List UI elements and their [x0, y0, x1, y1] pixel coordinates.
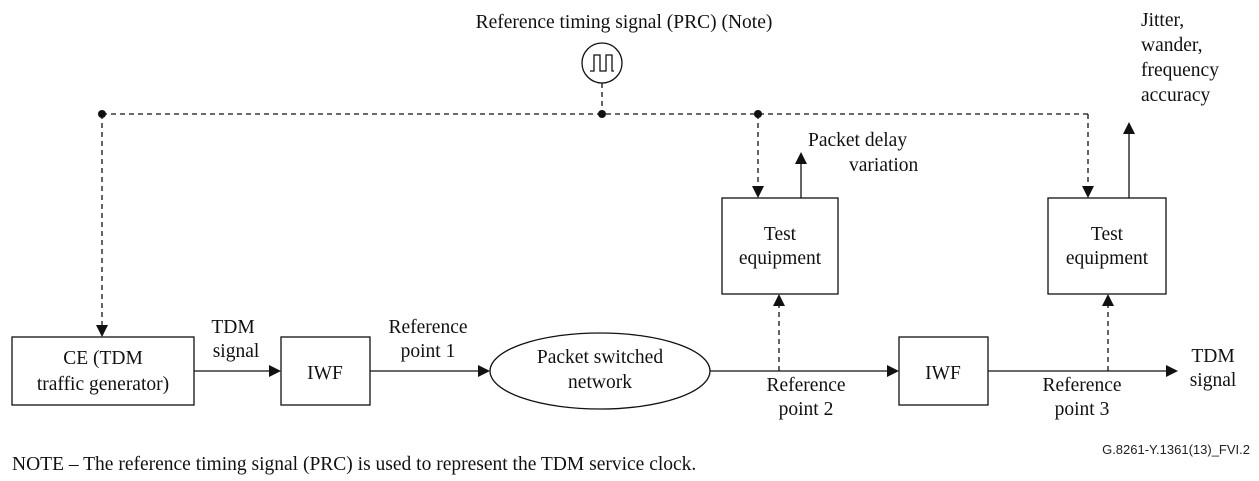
jitter-label-4: accuracy: [1141, 85, 1211, 106]
reference-point-3-label-1: Reference: [1042, 375, 1121, 396]
reference-point-3-label-2: point 3: [1055, 399, 1110, 420]
ce-tdm-traffic-generator-box: CE (TDM traffic generator): [11, 336, 195, 406]
arrow-head: [478, 365, 490, 377]
arrow-head: [96, 325, 108, 337]
iwf-box-2: IWF: [898, 336, 989, 406]
reference-point-2-label-1: Reference: [766, 375, 845, 396]
arrow-head: [752, 186, 764, 198]
arrow-head: [1123, 122, 1135, 134]
svg-text:equipment: equipment: [739, 248, 822, 269]
svg-text:equipment: equipment: [1066, 248, 1149, 269]
jitter-label-3: frequency: [1141, 60, 1219, 81]
reference-point-1-label-1: Reference: [388, 317, 467, 338]
packet-delay-variation-label-1: Packet delay: [808, 130, 907, 151]
arrow-head: [887, 365, 899, 377]
tdm-in-label-2: signal: [213, 341, 260, 362]
arrow-head: [1082, 186, 1094, 198]
jitter-label-2: wander,: [1141, 35, 1202, 56]
square-wave-clock-icon: [581, 42, 623, 84]
arrow-head: [1166, 365, 1178, 377]
svg-text:network: network: [568, 372, 632, 393]
svg-text:CE (TDM: CE (TDM: [63, 348, 143, 369]
svg-text:IWF: IWF: [307, 363, 343, 384]
tdm-out-label-1: TDM: [1191, 346, 1234, 367]
tdm-out-label-2: signal: [1190, 370, 1237, 391]
tdm-in-label-1: TDM: [211, 317, 254, 338]
svg-text:Test: Test: [1091, 224, 1124, 245]
timing-distribution-bus: [96, 83, 1094, 337]
iwf-box-1: IWF: [280, 336, 371, 406]
diagram-title: Reference timing signal (PRC) (Note): [476, 12, 773, 33]
svg-text:Packet switched: Packet switched: [537, 347, 663, 368]
arrow-head: [795, 152, 807, 164]
arrow-head: [773, 294, 785, 306]
note-text: NOTE – The reference timing signal (PRC)…: [12, 454, 696, 475]
test-equipment-box-2: Test equipment: [1047, 197, 1167, 295]
packet-switched-network-ellipse: Packet switched network: [489, 332, 711, 410]
svg-text:traffic generator): traffic generator): [37, 374, 169, 395]
reference-point-2-label-2: point 2: [779, 399, 834, 420]
figure-reference: G.8261-Y.1361(13)_FVI.2: [1102, 442, 1250, 457]
arrow-head: [1102, 294, 1114, 306]
jitter-label-1: Jitter,: [1141, 10, 1184, 31]
reference-point-1-label-2: point 1: [401, 341, 456, 362]
svg-text:Test: Test: [764, 224, 797, 245]
packet-delay-variation-label-2: variation: [849, 155, 919, 176]
test-equipment-box-1: Test equipment: [721, 197, 839, 295]
svg-text:IWF: IWF: [925, 363, 961, 384]
arrow-head: [269, 365, 281, 377]
